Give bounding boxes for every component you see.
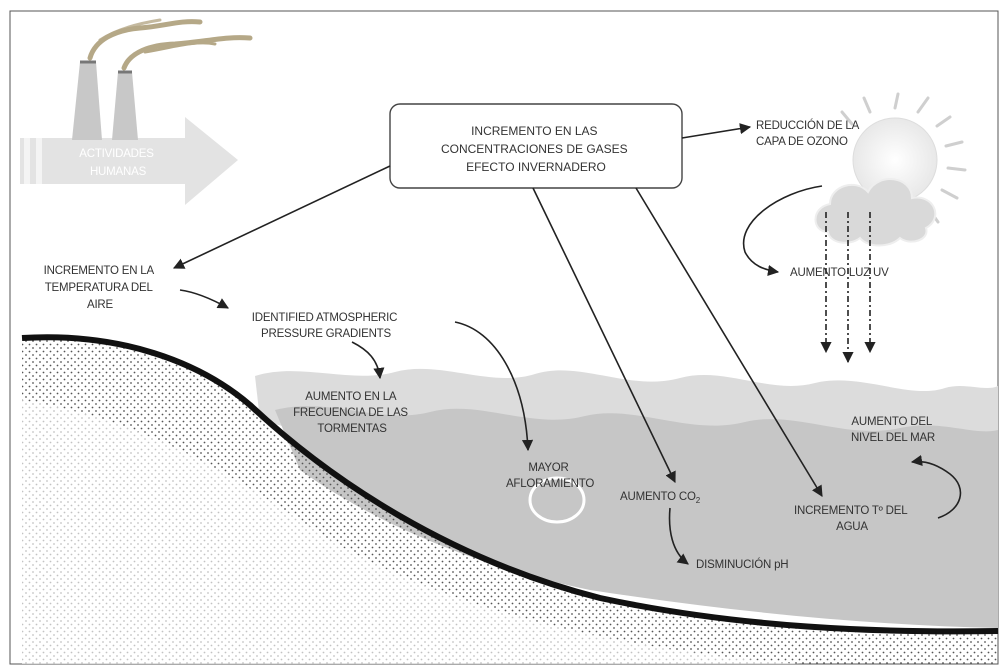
label-storms-2: FRECUENCIA DE LAS (293, 407, 408, 419)
label-ghg-3: EFECTO INVERNADERO (466, 160, 606, 174)
label-water-temp-1: INCREMENTO Tº DEL (794, 505, 908, 517)
label-ozone-1: REDUCCIÓN DE LA (756, 119, 860, 132)
label-human-activities-2: HUMANAS (90, 166, 147, 178)
label-ph-decrease: DISMINUCIÓN pH (696, 558, 788, 571)
label-upwelling-2: AFLORAMIENTO (506, 478, 594, 490)
label-ghg-2: CONCENTRACIONES DE GASES (441, 142, 628, 156)
label-pressure-2: PRESSURE GRADIENTS (261, 328, 391, 340)
label-sea-level-2: NIVEL DEL MAR (851, 432, 935, 444)
label-air-temp-2: TEMPERATURA DEL (45, 282, 154, 294)
label-air-temp-3: AIRE (87, 299, 114, 311)
ghg-box: INCREMENTO EN LAS CONCENTRACIONES DE GAS… (390, 104, 682, 188)
ocean (22, 335, 998, 664)
label-ozone-2: CAPA DE OZONO (756, 136, 848, 148)
label-ghg-1: INCREMENTO EN LAS (471, 124, 597, 138)
label-storms-3: TORMENTAS (317, 423, 387, 435)
svg-text:AUMENTO CO2: AUMENTO CO2 (620, 491, 701, 505)
label-water-temp-2: AGUA (836, 521, 868, 533)
label-human-activities-1: ACTIVIDADES (79, 148, 154, 160)
label-storms-1: AUMENTO EN LA (305, 391, 397, 403)
label-pressure-1: IDENTIFIED ATMOSPHERIC (252, 312, 398, 324)
label-co2-increase: AUMENTO CO (620, 491, 696, 503)
label-sea-level-1: AUMENTO DEL (851, 416, 932, 428)
label-uv-increase: AUMENTO LUZ UV (790, 267, 889, 279)
label-upwelling-1: MAYOR (528, 462, 568, 474)
label-air-temp-1: INCREMENTO EN LA (44, 265, 155, 277)
